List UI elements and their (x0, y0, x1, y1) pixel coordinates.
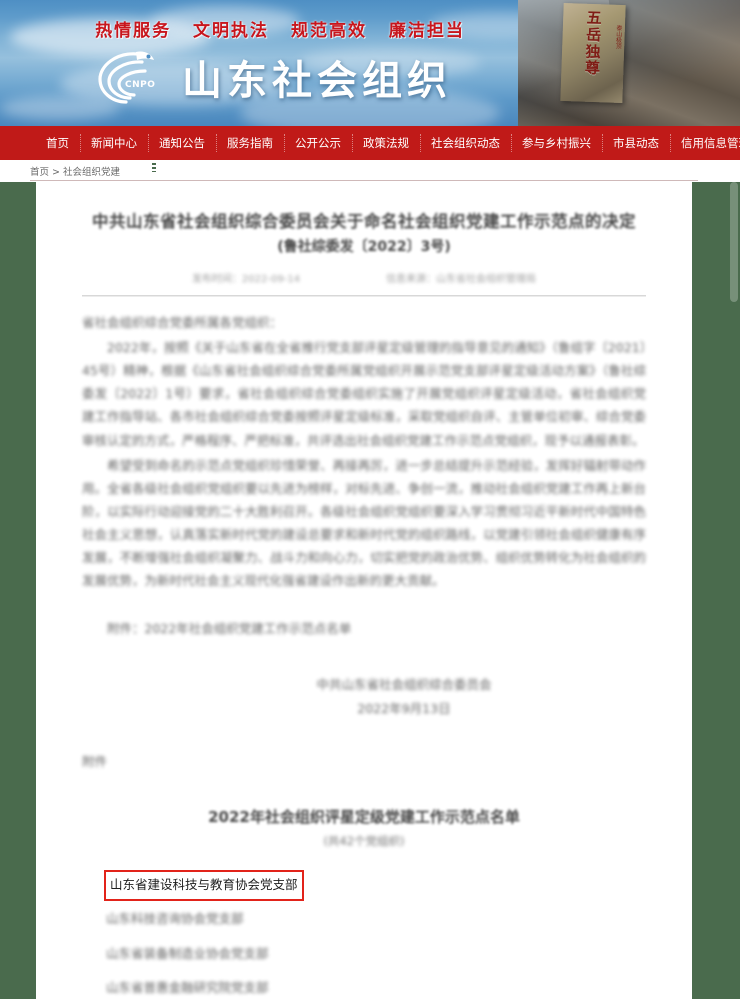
annex-subtitle: (共42个党组织) (323, 833, 405, 848)
document-meta: 发布时间：2022-09-14 信息来源：山东省社会组织管理局 (82, 270, 646, 285)
annex-item-highlighted: 山东省建设科技与教育协会党支部 (104, 869, 304, 901)
nav-item-policy-regulation[interactable]: 政策法规 (352, 126, 420, 160)
meta-divider (82, 294, 646, 297)
document-signature: 中共山东省社会组织综合委员会 2022年9月13日 (82, 673, 646, 721)
nav-item-city-county-news[interactable]: 市县动态 (602, 126, 670, 160)
document-body: 省社会组织综合党委所属各党组织： 2022年，按照《关于山东省在全省推行党支部评… (82, 311, 646, 593)
breadcrumb-marker (152, 163, 156, 172)
annex-title: 2022年社会组织评星定级党建工作示范点名单 (208, 807, 520, 826)
main-navigation[interactable]: 首页 新闻中心 通知公告 服务指南 公开公示 政策法规 社会组织动态 参与乡村振… (0, 126, 740, 160)
document-stage: 中共山东省社会组织综合委员会关于命名社会组织党建工作示范点的决定 (鲁社综委发〔… (0, 182, 740, 999)
document-salutation: 省社会组织综合党委所属各党组织： (82, 314, 283, 330)
attachment-reference: 附件：2022年社会组织党建工作示范点名单 (107, 621, 352, 637)
list-item: 山东省建设科技与教育协会党支部 (104, 867, 646, 901)
breadcrumb-current: 社会组织党建 (63, 167, 121, 178)
logo-wordmark: CNPO (125, 80, 155, 90)
breadcrumb-divider (30, 180, 698, 181)
list-item: 山东科技咨询协会党支部 (106, 901, 646, 935)
nav-item-credit-info[interactable]: 信用信息管理 (670, 126, 740, 160)
breadcrumb-home[interactable]: 首页 (30, 167, 50, 178)
list-item: 山东省装备制造业协会党支部 (106, 936, 646, 970)
nav-item-rural-revival[interactable]: 参与乡村振兴 (511, 126, 602, 160)
signature-organization: 中共山东省社会组织综合委员会 (316, 677, 492, 693)
site-title: 山东社会组织 (182, 58, 452, 104)
stele-side-inscription: 泰山极顶 (614, 24, 622, 49)
nav-item-news-center[interactable]: 新闻中心 (80, 126, 148, 160)
publish-time: 发布时间：2022-09-14 (191, 273, 301, 285)
annex-item: 山东科技咨询协会党支部 (106, 911, 244, 927)
nav-item-home[interactable]: 首页 (46, 136, 69, 150)
annex-list: 山东省建设科技与教育协会党支部 山东科技咨询协会党支部 山东省装备制造业协会党支… (82, 867, 646, 999)
document-subtitle: (鲁社综委发〔2022〕3号) (277, 238, 451, 255)
cnpo-logo-icon: CNPO (92, 46, 166, 108)
breadcrumb-separator: > (52, 167, 61, 178)
stone-stele: 五岳独尊 泰山极顶 (560, 2, 626, 104)
slogan-item-3: 规范高效 (290, 21, 367, 41)
list-item: 山东省普惠金融研究院党支部 (106, 970, 646, 999)
annex-label: 附件 (82, 753, 108, 769)
slogan-item-2: 文明执法 (193, 21, 270, 41)
signature-date: 2022年9月13日 (357, 701, 451, 717)
breadcrumb-bar: 首页 > 社会组织党建 (0, 160, 740, 182)
annex-item: 山东省普惠金融研究院党支部 (106, 980, 269, 996)
page-scrollbar-track[interactable] (728, 182, 740, 999)
document-paragraph: 希望受到命名的示范点党组织珍惜荣誉、再接再厉，进一步总结提升示范经验，发挥好辐射… (82, 457, 646, 589)
document-title: 中共山东省社会组织综合委员会关于命名社会组织党建工作示范点的决定 (92, 212, 636, 231)
document-paragraph: 2022年，按照《关于山东省在全省推行党支部评星定级管理的指导意见的通知》（鲁组… (82, 340, 646, 448)
nav-item-announcements[interactable]: 通知公告 (148, 126, 216, 160)
site-header-banner: 热情服务 文明执法 规范高效 廉洁担当 CNPO 山东社会组织 五岳独尊 泰山极… (0, 0, 740, 126)
header-slogan: 热情服务 文明执法 规范高效 廉洁担当 (0, 16, 740, 41)
site-brand[interactable]: CNPO 山东社会组织 (92, 46, 452, 108)
annex-item: 山东省装备制造业协会党支部 (106, 945, 269, 961)
tai-mountain-photo: 五岳独尊 泰山极顶 (518, 0, 740, 126)
nav-item-org-dynamics[interactable]: 社会组织动态 (420, 126, 511, 160)
slogan-item-1: 热情服务 (95, 21, 172, 41)
document-card: 中共山东省社会组织综合委员会关于命名社会组织党建工作示范点的决定 (鲁社综委发〔… (36, 182, 692, 999)
nav-item-service-guide[interactable]: 服务指南 (216, 126, 284, 160)
info-source: 信息来源：山东省社会组织管理局 (386, 273, 537, 285)
breadcrumb: 首页 > 社会组织党建 (30, 164, 120, 178)
nav-item-public-notice[interactable]: 公开公示 (284, 126, 352, 160)
page-scrollbar-thumb[interactable] (730, 182, 738, 302)
slogan-item-4: 廉洁担当 (388, 21, 465, 41)
